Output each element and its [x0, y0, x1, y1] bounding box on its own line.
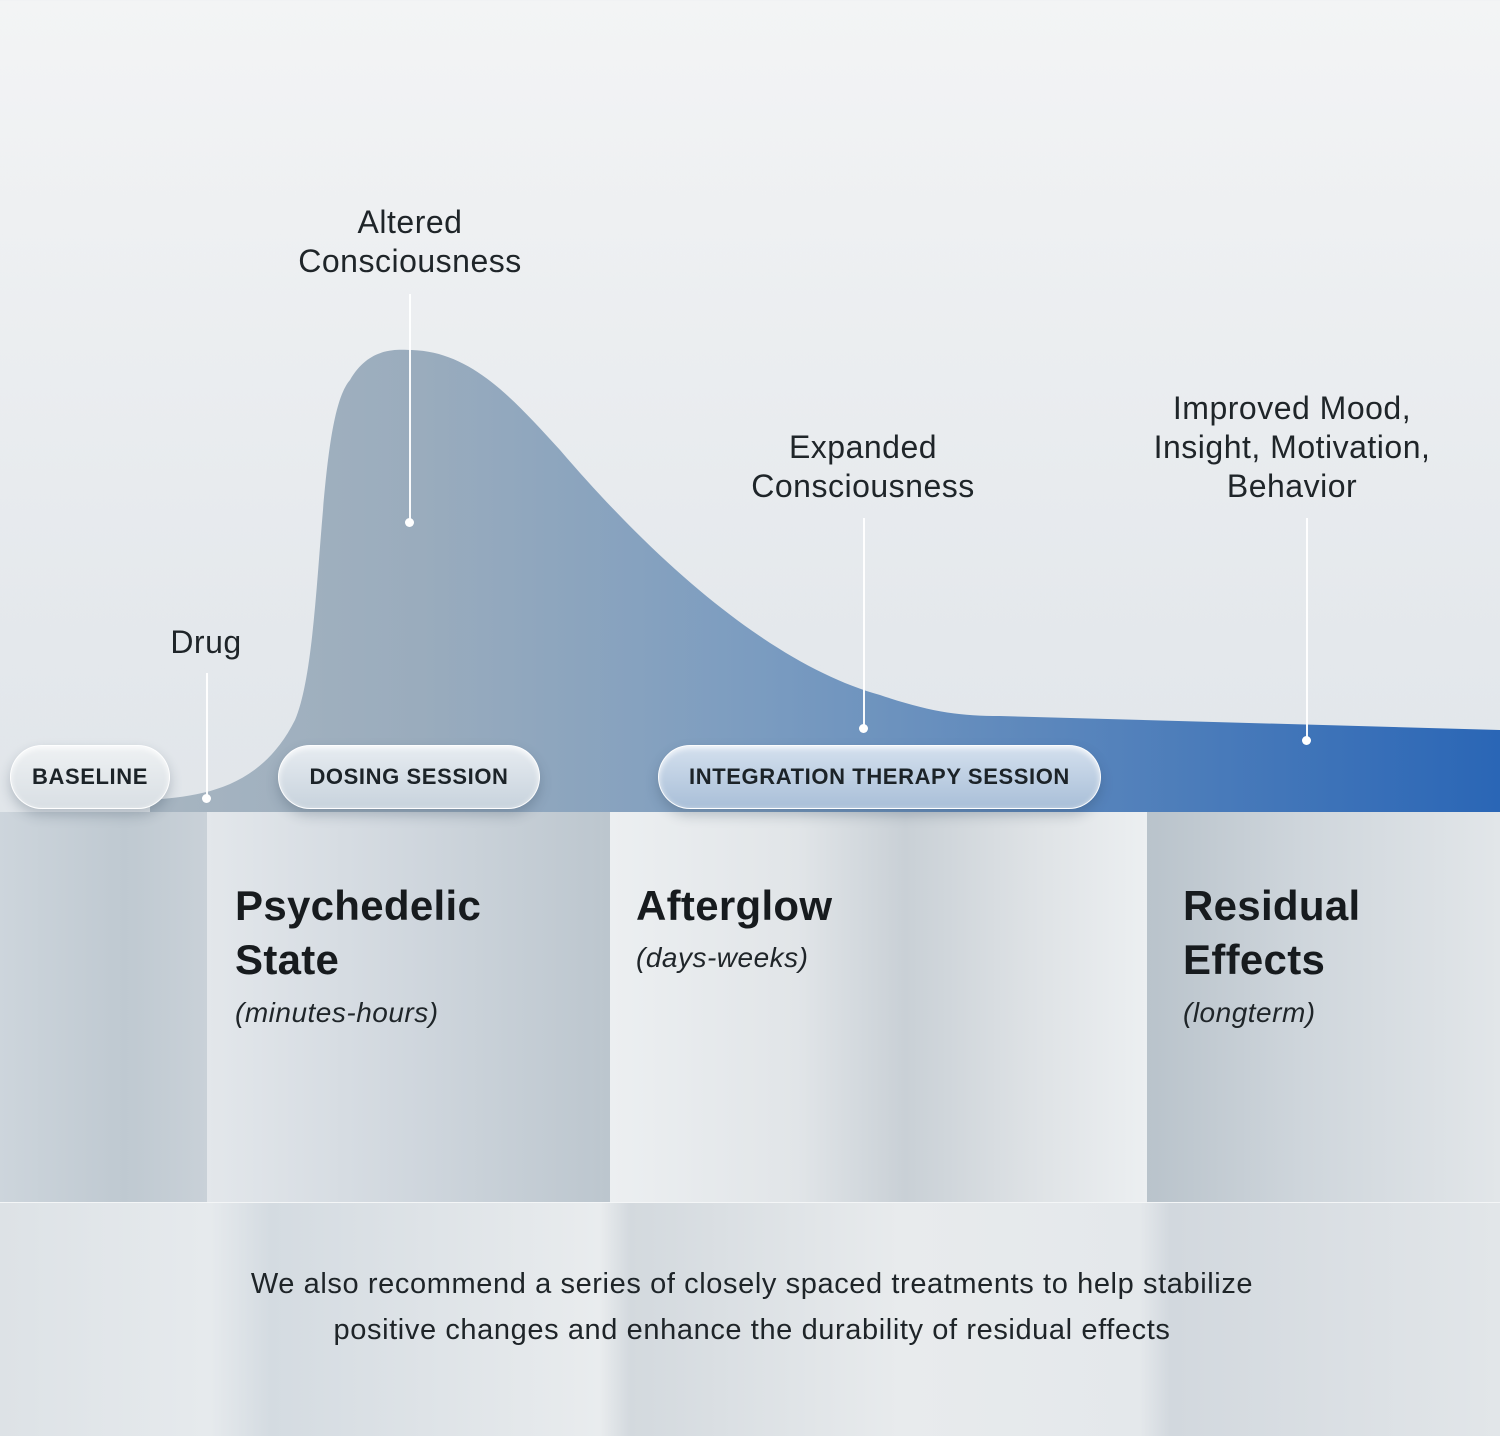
integration-therapy-session-pill: INTEGRATION THERAPY SESSION [658, 745, 1101, 809]
afterglow-title: Afterglow [636, 882, 833, 929]
improved-marker-dot [1302, 736, 1311, 745]
drug-leader-line [206, 673, 208, 798]
improved-mood-label: Improved Mood,Insight, Motivation,Behavi… [1153, 390, 1431, 504]
afterglow-duration: (days-weeks) [636, 942, 809, 973]
expanded-leader-line [863, 518, 865, 728]
expanded-marker-dot [859, 724, 868, 733]
dosing-session-pill: DOSING SESSION [278, 745, 540, 809]
altered-leader-line [409, 294, 411, 522]
afterglow-panel: Afterglow (days-weeks) [610, 812, 1147, 1202]
residual-effects-duration: (longterm) [1183, 997, 1316, 1028]
drug-label: Drug [170, 624, 242, 660]
footer-note: We also recommend a series of closely sp… [0, 1202, 1500, 1436]
baseline-panel [0, 812, 207, 1202]
improved-leader-line [1306, 518, 1308, 740]
drug-marker-dot [202, 794, 211, 803]
baseline-pill: BASELINE [10, 745, 170, 809]
psychedelic-state-duration: (minutes-hours) [235, 997, 439, 1028]
altered-marker-dot [405, 518, 414, 527]
footer-text: We also recommend a series of closely sp… [250, 1268, 1254, 1346]
effect-curve-area [150, 349, 1500, 812]
effect-curve [150, 349, 1500, 812]
